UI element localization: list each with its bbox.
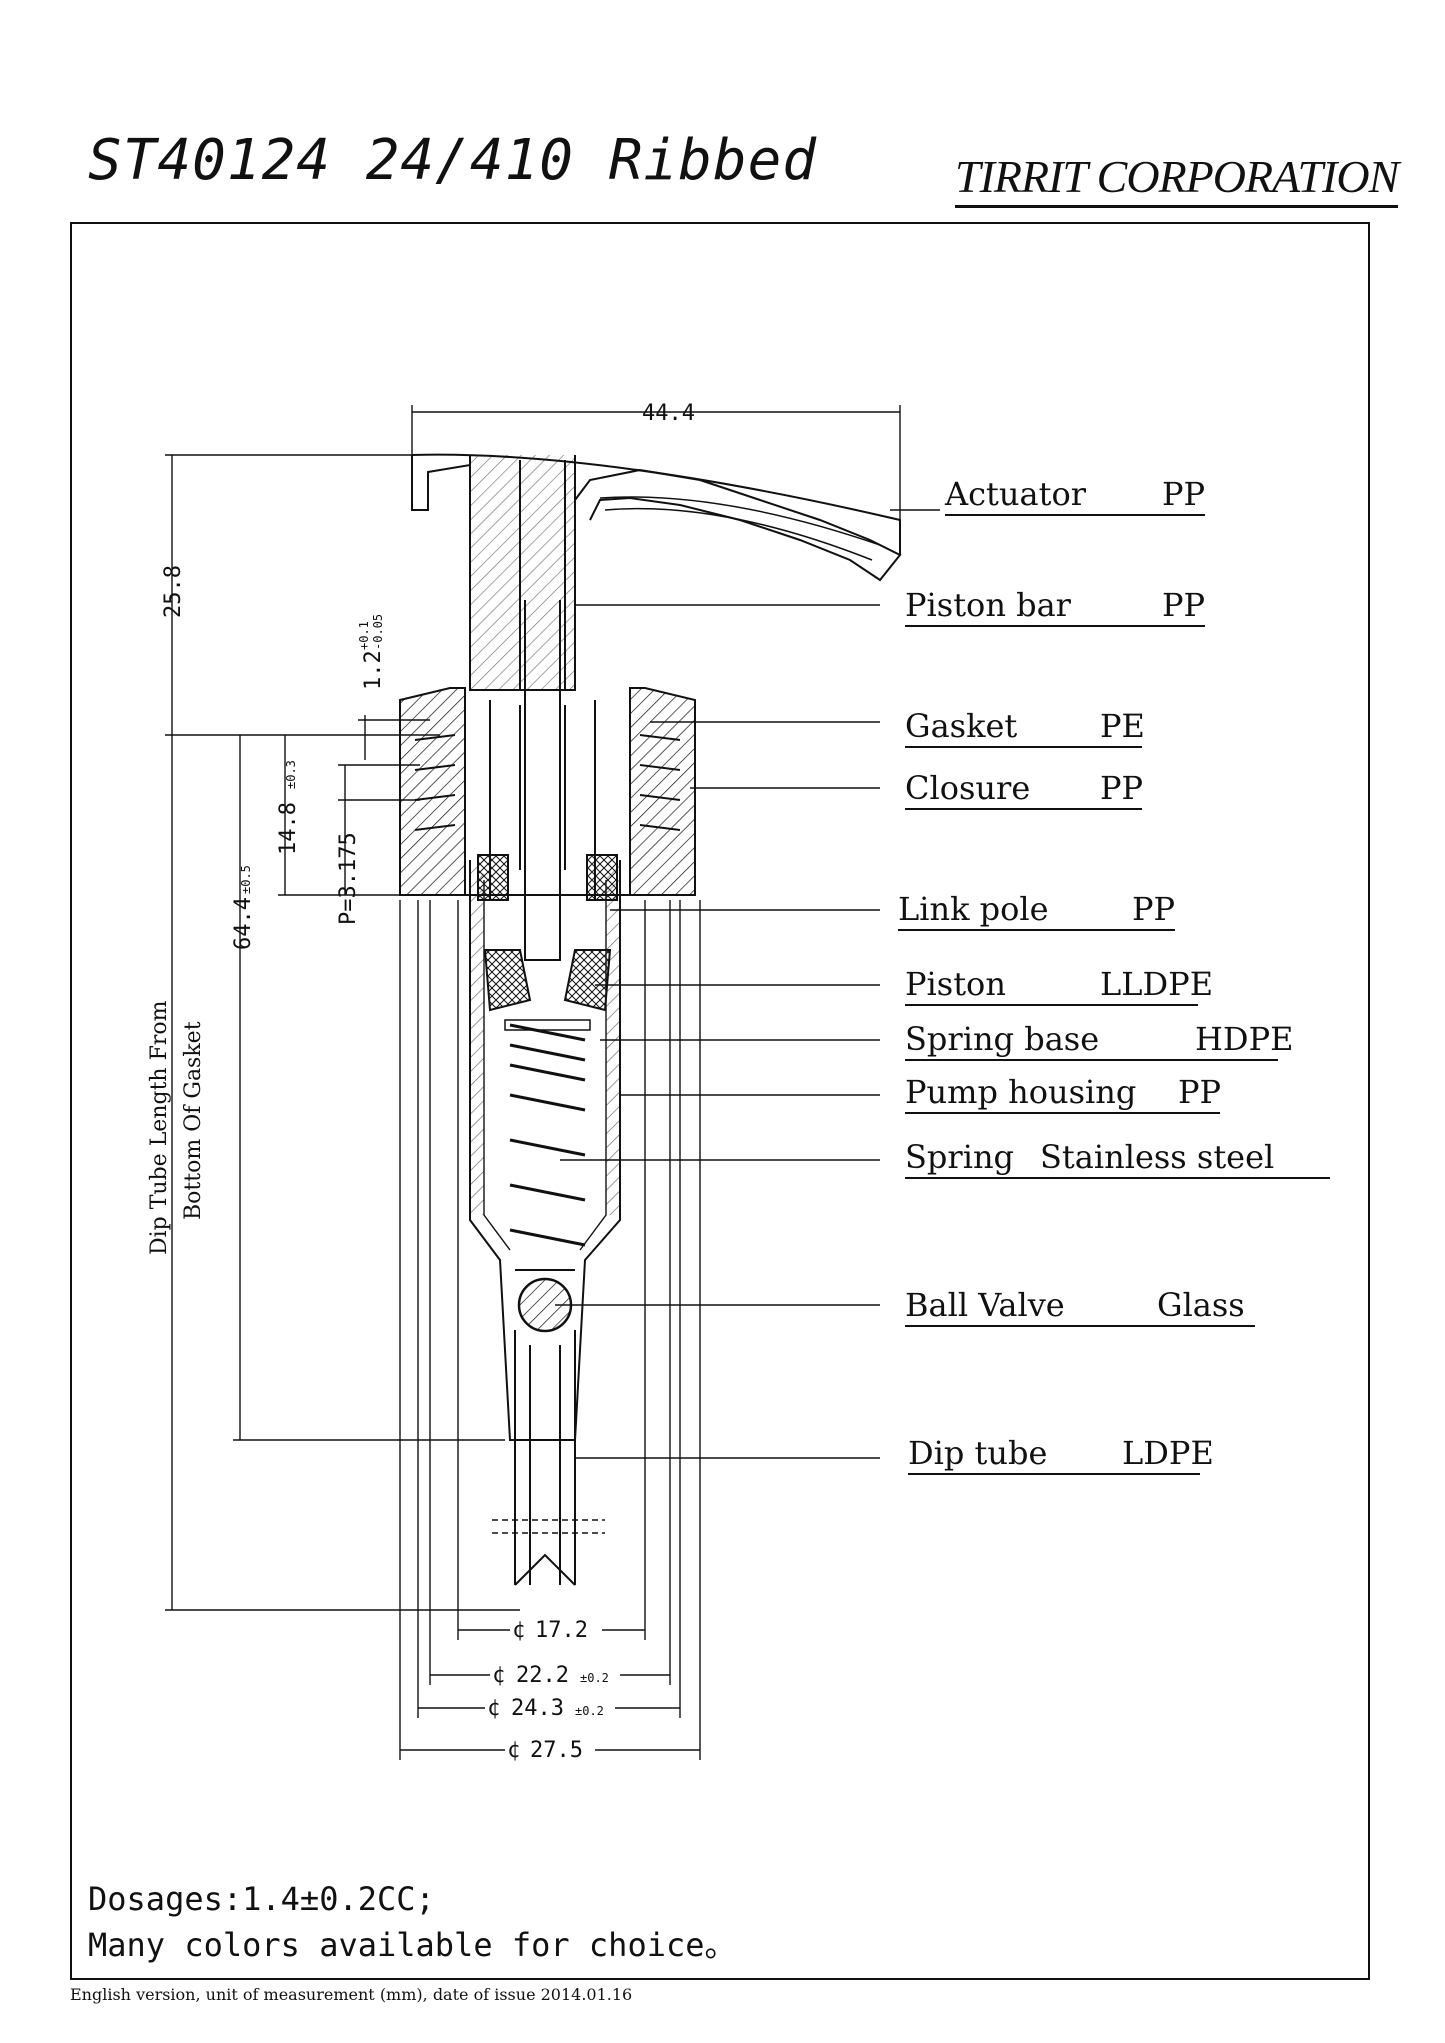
leader-lines: [555, 509, 940, 1459]
svg-text:¢: ¢: [507, 1738, 520, 1763]
svg-text:1.2: 1.2: [361, 650, 386, 690]
svg-text:Piston bar: Piston bar: [905, 586, 1072, 624]
svg-text:¢: ¢: [487, 1696, 500, 1721]
dim-housing-length: 64.4 ±0.5: [231, 865, 256, 950]
svg-text:LDPE: LDPE: [1122, 1434, 1214, 1472]
svg-text:Piston: Piston: [905, 965, 1006, 1003]
dim-gasket-thickness: 1.2 +0.1 -0.05: [357, 614, 386, 690]
svg-text:17.2: 17.2: [535, 1618, 588, 1643]
spring-shape: [504, 1019, 591, 1247]
svg-text:LLDPE: LLDPE: [1100, 965, 1213, 1003]
svg-text:Spring: Spring: [905, 1138, 1014, 1176]
drawing-frame: [70, 222, 1370, 1980]
label-ball-valve: Ball Valve Glass: [905, 1286, 1255, 1327]
svg-text:Link pole: Link pole: [898, 890, 1049, 928]
label-spring-base: Spring base HDPE: [905, 1020, 1293, 1061]
svg-text:-0.05: -0.05: [371, 614, 385, 650]
label-link-pole: Link pole PP: [898, 890, 1175, 931]
svg-text:Ball Valve: Ball Valve: [905, 1286, 1065, 1324]
label-closure: Closure PP: [905, 769, 1143, 810]
ball-valve-shape: [515, 1269, 575, 1333]
label-actuator: Actuator PP: [944, 475, 1205, 516]
svg-text:PP: PP: [1178, 1073, 1221, 1111]
svg-text:14.8: 14.8: [276, 802, 301, 855]
svg-text:22.2: 22.2: [516, 1663, 569, 1688]
company-name: TIRRIT CORPORATION: [955, 150, 1399, 208]
label-gasket: Gasket PE: [905, 707, 1145, 748]
dim-dip-tube-line1: Dip Tube Length From: [147, 1000, 172, 1255]
dim-dip-tube-line2: Bottom Of Gasket: [181, 1021, 206, 1220]
colors-note: Many colors available for choice。: [88, 1926, 737, 1964]
piston-bar-shape: [477, 600, 618, 961]
issue-footer: English version, unit of measurement (mm…: [70, 1985, 633, 2004]
closure-shape: [399, 687, 696, 896]
svg-text:Spring base: Spring base: [905, 1020, 1099, 1058]
svg-text:24.3: 24.3: [511, 1696, 564, 1721]
dip-tube-shape: [492, 1330, 605, 1586]
dim-diameter-4: ¢ 27.5: [505, 1738, 595, 1764]
notes-block: Dosages:1.4±0.2CC; Many colors available…: [88, 1876, 737, 1968]
drawing-title: ST40124 24/410 Ribbed: [88, 128, 818, 193]
dosage-note: Dosages:1.4±0.2CC;: [88, 1880, 435, 1918]
dimension-labels: 44.4 25.8 1.2 +0.1 -0.05 14.8 ±0.3 P=3.1…: [147, 401, 695, 1764]
svg-text:PE: PE: [1100, 707, 1145, 745]
dim-head-height: 25.8: [161, 565, 186, 618]
svg-text:HDPE: HDPE: [1195, 1020, 1293, 1058]
svg-text:±0.2: ±0.2: [580, 1671, 609, 1685]
dim-diameter-1: ¢ 17.2: [510, 1618, 602, 1644]
svg-text:Closure: Closure: [905, 769, 1030, 807]
actuator-shape: [411, 453, 902, 691]
svg-text:64.4: 64.4: [231, 897, 256, 950]
svg-text:±0.2: ±0.2: [575, 1704, 604, 1718]
svg-text:27.5: 27.5: [530, 1738, 583, 1763]
svg-text:Stainless steel: Stainless steel: [1040, 1138, 1274, 1176]
piston-shape: [483, 949, 612, 1012]
svg-text:Dip tube: Dip tube: [908, 1434, 1047, 1472]
part-labels: Actuator PP Piston bar PP Gasket PE Clos…: [898, 475, 1330, 1475]
svg-text:PP: PP: [1132, 890, 1175, 928]
svg-text:±0.3: ±0.3: [284, 760, 298, 789]
dimension-lines: [165, 405, 901, 1760]
label-pump-housing: Pump housing PP: [905, 1073, 1221, 1114]
svg-text:+0.1: +0.1: [357, 621, 371, 650]
label-piston-bar: Piston bar PP: [905, 586, 1205, 627]
dim-pitch: P=3.175: [336, 832, 361, 925]
svg-text:PP: PP: [1100, 769, 1143, 807]
label-spring: Spring Stainless steel: [905, 1138, 1330, 1179]
dim-top-width: 44.4: [642, 401, 695, 426]
dim-diameter-3: ¢ 24.3 ±0.2: [485, 1696, 615, 1722]
svg-text:Gasket: Gasket: [905, 707, 1017, 745]
dim-thread-height: 14.8 ±0.3: [276, 760, 301, 855]
label-piston: Piston LLDPE: [905, 965, 1213, 1006]
svg-text:¢: ¢: [512, 1618, 525, 1643]
svg-text:PP: PP: [1162, 475, 1205, 513]
svg-text:¢: ¢: [492, 1663, 505, 1688]
svg-text:PP: PP: [1162, 586, 1205, 624]
svg-text:Pump housing: Pump housing: [905, 1073, 1136, 1111]
dim-diameter-2: ¢ 22.2 ±0.2: [490, 1663, 620, 1689]
pump-housing-shape: [469, 860, 621, 1441]
label-dip-tube: Dip tube LDPE: [908, 1434, 1214, 1475]
svg-text:±0.5: ±0.5: [239, 865, 253, 894]
svg-text:Actuator: Actuator: [944, 475, 1087, 513]
svg-text:Glass: Glass: [1157, 1286, 1245, 1324]
